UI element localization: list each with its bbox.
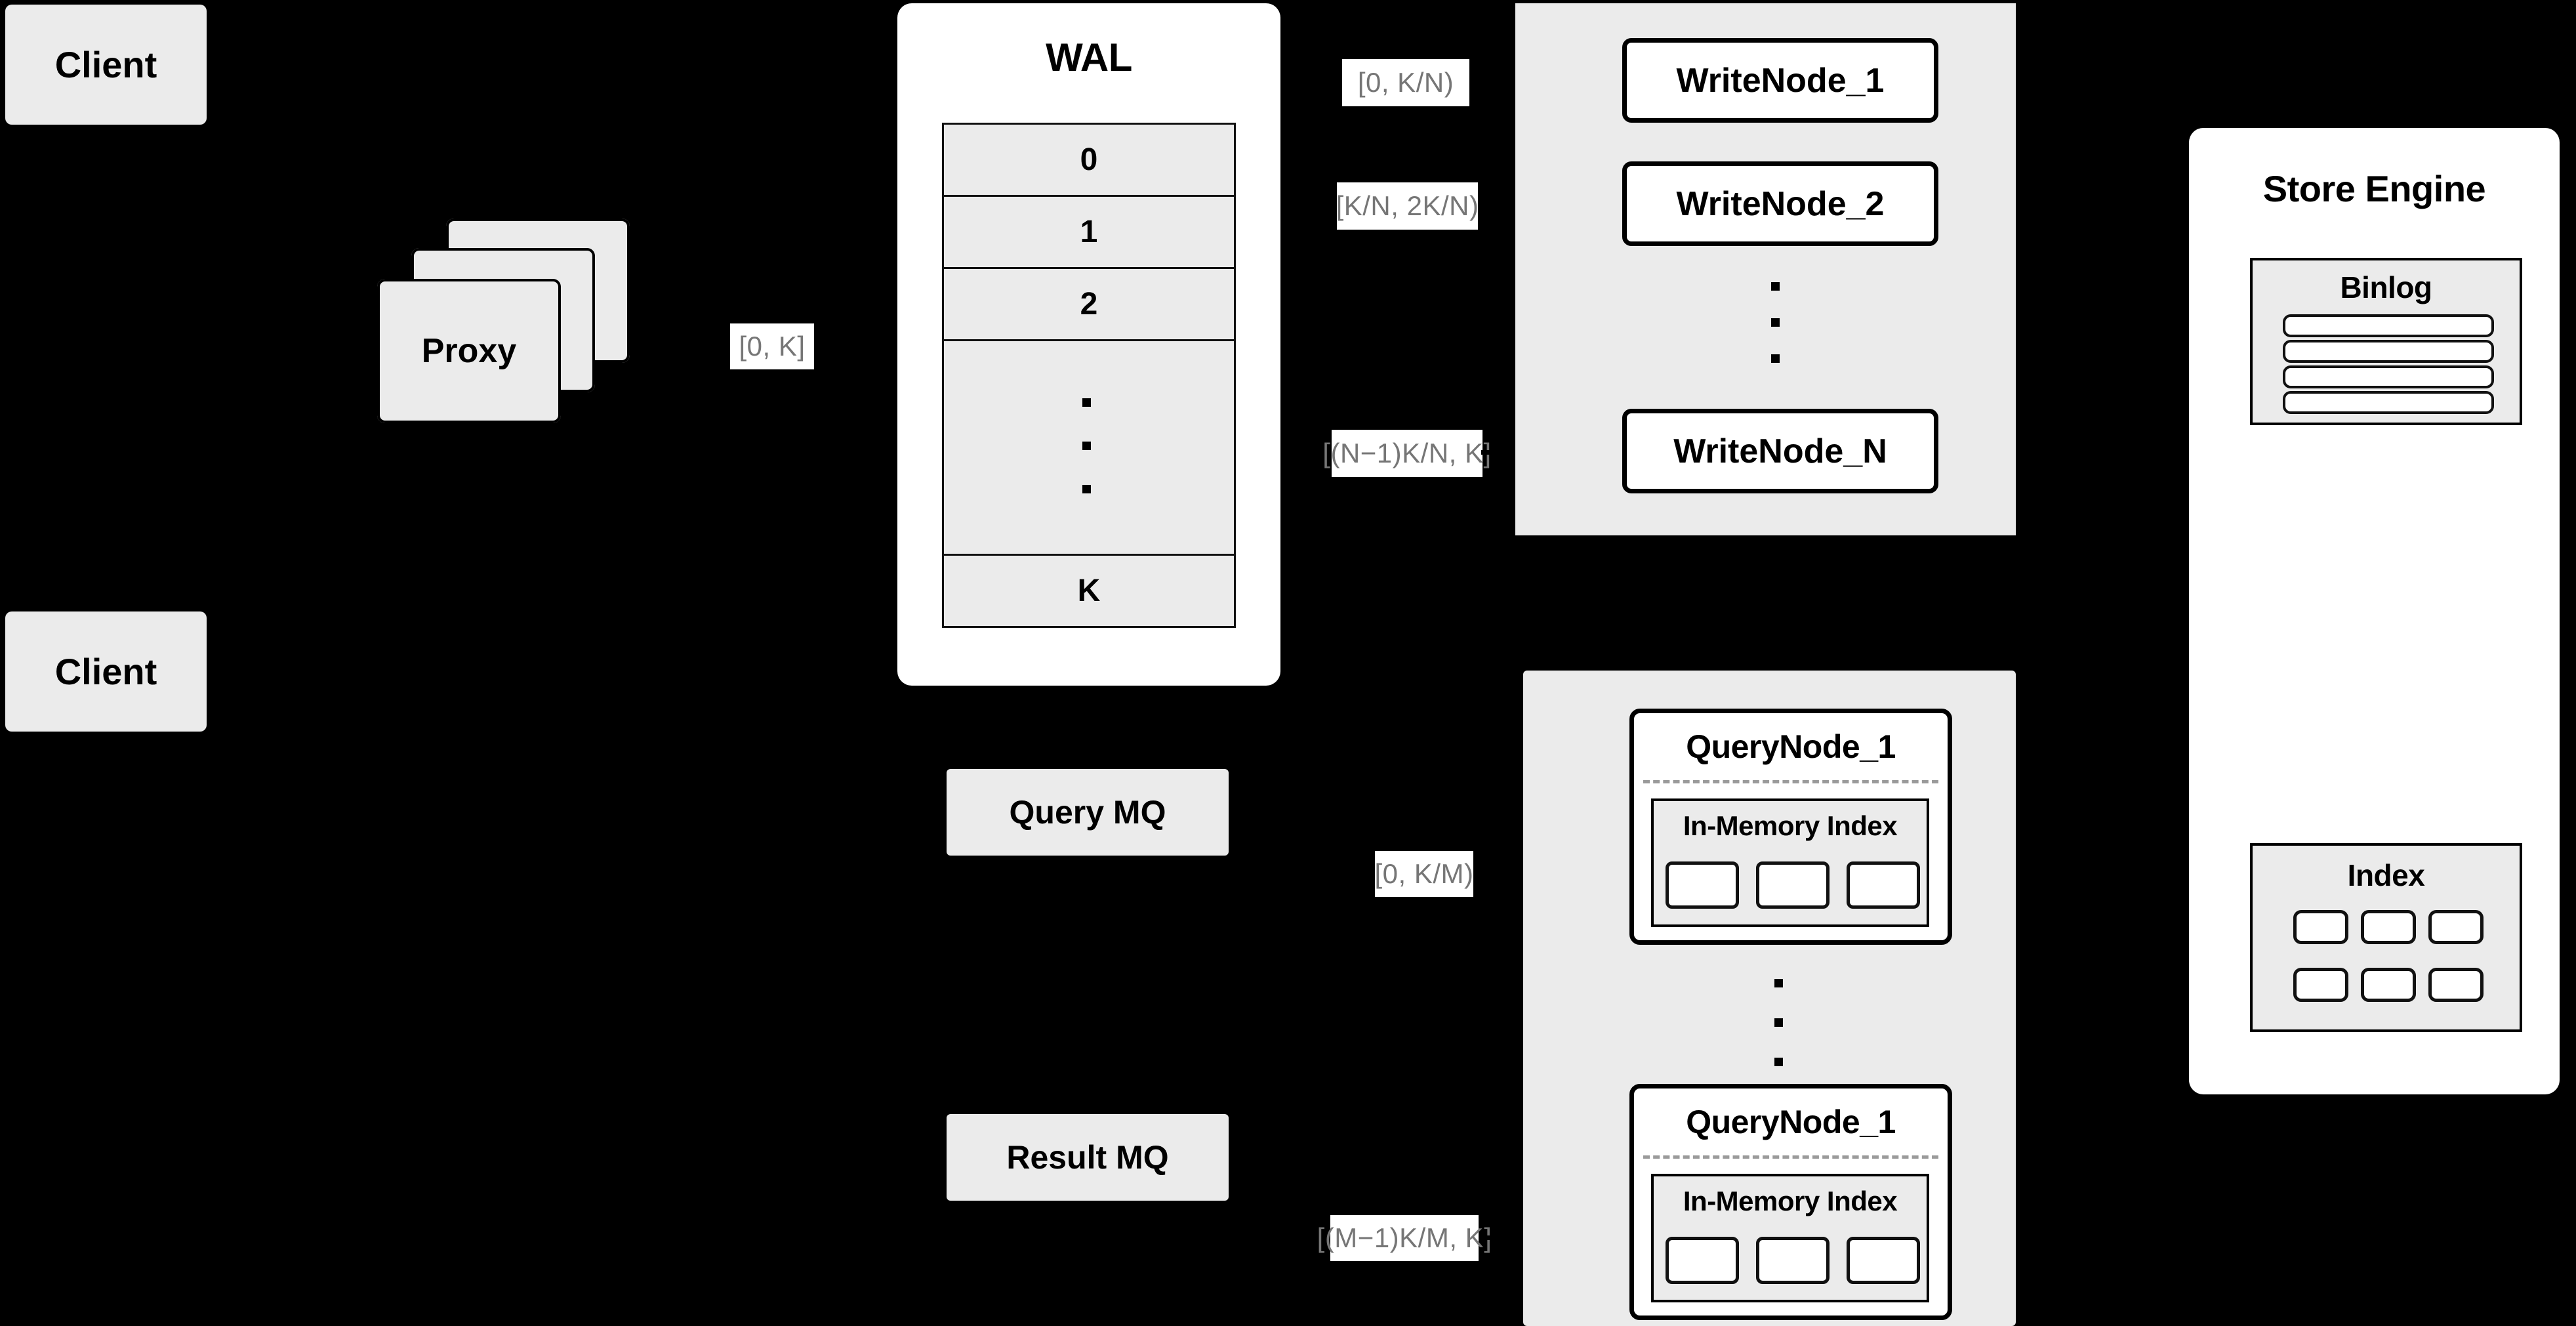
store-engine-panel: Store Engine Binlog Index <box>2189 128 2560 1094</box>
client-node-2-label: Client <box>54 651 157 692</box>
client-node-1[interactable]: Client <box>5 5 207 125</box>
wal-table: 0 1 2 K <box>942 123 1236 628</box>
edge-label-mq-to-querynode-m-text: [(M−1)K/M, K] <box>1317 1222 1492 1253</box>
edge-label-wal-to-writenode-2-text: [K/N, 2K/N) <box>1336 190 1479 221</box>
query-node-m-index-cell-1[interactable] <box>1666 1237 1739 1284</box>
edge-label-wal-to-writenode-n: [(N−1)K/N, K] <box>1322 430 1491 477</box>
write-node-cluster: WriteNode_1 WriteNode_2 WriteNode_N <box>1515 3 2016 535</box>
wal-row-2-label: 2 <box>1080 287 1098 321</box>
write-node-vertical-ellipsis-icon <box>1771 282 1780 381</box>
query-node-m-index-cell-3[interactable] <box>1847 1237 1920 1284</box>
index-cell-3[interactable] <box>2428 910 2484 944</box>
index-group: Index <box>2250 843 2522 1032</box>
write-node-1[interactable]: WriteNode_1 <box>1622 38 1938 123</box>
query-node-m-divider <box>1643 1155 1938 1159</box>
result-mq-node[interactable]: Result MQ <box>947 1114 1229 1201</box>
query-node-m-label: QueryNode_1 <box>1686 1104 1896 1140</box>
edge-label-wal-to-writenode-n-text: [(N−1)K/N, K] <box>1322 438 1492 468</box>
query-node-vertical-ellipsis-icon <box>1774 979 1784 1071</box>
wal-panel: WAL 0 1 2 K <box>897 3 1280 686</box>
binlog-slot-3[interactable] <box>2283 365 2494 388</box>
index-cells-row-1 <box>2293 910 2484 947</box>
proxy-to-wal-line <box>656 346 728 350</box>
binlog-slot-2[interactable] <box>2283 340 2494 363</box>
query-node-1-in-memory-index: In-Memory Index <box>1651 798 1929 927</box>
wal-row-1[interactable]: 1 <box>942 195 1236 269</box>
query-node-1-index-cell-1[interactable] <box>1666 861 1739 909</box>
index-cells-row-2 <box>2293 968 2484 1005</box>
wal-row-0[interactable]: 0 <box>942 123 1236 197</box>
write-node-1-label: WriteNode_1 <box>1676 61 1885 100</box>
proxy-stack[interactable]: Proxy <box>377 213 679 430</box>
index-cell-6[interactable] <box>2428 968 2484 1002</box>
query-node-1-index-cell-2[interactable] <box>1756 861 1830 909</box>
proxy-label: Proxy <box>421 332 517 370</box>
edge-label-proxy-to-wal-text: [0, K] <box>739 331 806 362</box>
index-cell-4[interactable] <box>2293 968 2348 1002</box>
write-node-2-label: WriteNode_2 <box>1676 184 1885 223</box>
query-node-1-divider <box>1643 780 1938 783</box>
query-node-m-index-cells <box>1666 1237 1920 1289</box>
write-to-binlog-line <box>2163 391 2191 394</box>
edge-label-proxy-to-wal: [0, K] <box>730 323 814 369</box>
binlog-slots <box>2283 314 2494 414</box>
binlog-group: Binlog <box>2250 258 2522 425</box>
client-node-2[interactable]: Client <box>5 611 207 732</box>
wal-row-k-label: K <box>1077 573 1101 608</box>
write-node-n-label: WriteNode_N <box>1673 432 1887 470</box>
query-node-1-label: QueryNode_1 <box>1686 728 1896 765</box>
query-node-1-index-cells <box>1666 861 1920 914</box>
query-node-m-in-memory-index: In-Memory Index <box>1651 1174 1929 1302</box>
wal-row-2[interactable]: 2 <box>942 267 1236 341</box>
query-mq-node[interactable]: Query MQ <box>947 769 1229 856</box>
query-node-m-index-cell-2[interactable] <box>1756 1237 1830 1284</box>
wal-row-ellipsis <box>942 339 1236 556</box>
wal-panel-title: WAL <box>1046 35 1132 79</box>
edge-label-mq-to-querynode-1-text: [0, K/M) <box>1374 858 1474 889</box>
wal-row-0-label: 0 <box>1080 142 1098 177</box>
binlog-slot-1[interactable] <box>2283 314 2494 337</box>
client-node-1-label: Client <box>54 44 157 85</box>
edge-label-mq-to-querynode-1: [0, K/M) <box>1374 851 1474 897</box>
write-node-2[interactable]: WriteNode_2 <box>1622 161 1938 246</box>
store-engine-title: Store Engine <box>2262 168 2486 209</box>
edge-label-mq-to-querynode-m: [(M−1)K/M, K] <box>1317 1215 1492 1261</box>
binlog-label: Binlog <box>2340 270 2432 304</box>
wal-row-1-label: 1 <box>1080 215 1098 249</box>
query-node-1-in-memory-index-label: In-Memory Index <box>1683 810 1898 841</box>
query-mq-label: Query MQ <box>1009 794 1166 831</box>
query-node-m[interactable]: QueryNode_1 In-Memory Index <box>1629 1084 1952 1320</box>
query-node-m-in-memory-index-label: In-Memory Index <box>1683 1186 1898 1216</box>
result-mq-label: Result MQ <box>1006 1139 1169 1176</box>
proxy-node[interactable]: Proxy <box>377 279 561 423</box>
index-label: Index <box>2347 858 2425 892</box>
edge-label-wal-to-writenode-2: [K/N, 2K/N) <box>1336 182 1479 230</box>
query-node-1-index-cell-3[interactable] <box>1847 861 1920 909</box>
query-node-1[interactable]: QueryNode_1 In-Memory Index <box>1629 709 1952 945</box>
index-cell-2[interactable] <box>2361 910 2416 944</box>
write-node-n[interactable]: WriteNode_N <box>1622 409 1938 493</box>
edge-label-wal-to-writenode-1: [0, K/N) <box>1342 59 1469 106</box>
binlog-slot-4[interactable] <box>2283 391 2494 414</box>
wal-row-k[interactable]: K <box>942 554 1236 628</box>
index-cell-5[interactable] <box>2361 968 2416 1002</box>
query-node-cluster: QueryNode_1 In-Memory Index QueryNode_1 <box>1523 671 2016 1326</box>
query-to-index-line <box>2163 948 2191 951</box>
wal-vertical-ellipsis-icon <box>1082 398 1095 497</box>
index-cell-1[interactable] <box>2293 910 2348 944</box>
edge-label-wal-to-writenode-1-text: [0, K/N) <box>1357 67 1454 98</box>
